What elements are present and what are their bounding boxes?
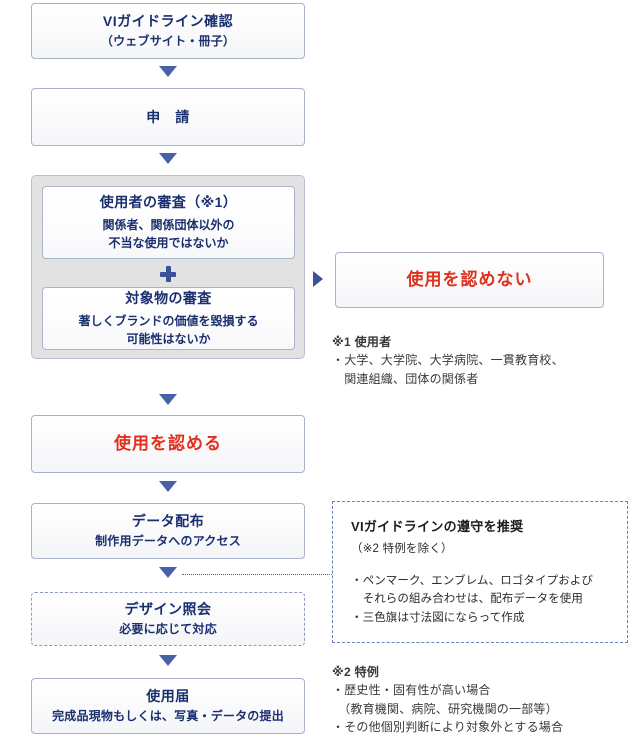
outcome-approve[interactable]: 使用を認める bbox=[31, 415, 305, 473]
note-2-line-3: ・その他個別判断により対象外とする場合 bbox=[332, 720, 564, 735]
step-title: データ配布 bbox=[131, 512, 205, 529]
review-user-line1: 関係者、関係団体以外の bbox=[102, 217, 235, 232]
note-1-line-1: ・大学、大学院、大学病院、一貫教育校、 bbox=[332, 353, 564, 367]
step-subtitle: 必要に応じて対応 bbox=[119, 621, 217, 636]
outcome-deny[interactable]: 使用を認めない bbox=[335, 252, 604, 308]
note-2-line-1: ・歴史性・固有性が高い場合 bbox=[332, 683, 491, 697]
review-object-line2: 可能性はないか bbox=[126, 331, 211, 346]
arrow-down-icon-5 bbox=[159, 567, 177, 578]
step-vi-guideline-check[interactable]: VIガイドライン確認 （ウェブサイト・冊子） bbox=[31, 3, 305, 59]
review-object-box[interactable]: 対象物の審査 著しくブランドの価値を毀損する 可能性はないか bbox=[42, 287, 295, 350]
review-user-box[interactable]: 使用者の審査（※1） 関係者、関係団体以外の 不当な使用ではないか bbox=[42, 186, 295, 259]
step-title: VIガイドライン確認 bbox=[102, 12, 234, 29]
plus-icon bbox=[160, 266, 176, 282]
step-title: デザイン照会 bbox=[124, 600, 212, 617]
step-title: 申 請 bbox=[146, 108, 190, 125]
note-2: ※2 特例 ・歴史性・固有性が高い場合 （教育機関、病院、研究機関の一部等） ・… bbox=[332, 663, 627, 737]
dotted-connector bbox=[182, 574, 332, 575]
step-application[interactable]: 申 請 bbox=[31, 88, 305, 146]
step-subtitle: 完成品現物もしくは、写真・データの提出 bbox=[52, 708, 284, 723]
review-container: 使用者の審査（※1） 関係者、関係団体以外の 不当な使用ではないか 対象物の審査… bbox=[31, 175, 305, 359]
note-2-heading: ※2 特例 bbox=[332, 665, 380, 679]
review-object-line1: 著しくブランドの価値を毀損する bbox=[78, 313, 259, 328]
arrow-down-icon-6 bbox=[159, 655, 177, 666]
arrow-right-icon-deny bbox=[313, 271, 323, 287]
arrow-down-icon-2 bbox=[159, 153, 177, 164]
review-user-title: 使用者の審査（※1） bbox=[99, 194, 238, 211]
review-object-title: 対象物の審査 bbox=[125, 290, 212, 307]
info-panel-body: ・ペンマーク、エンブレム、ロゴタイプおよび それらの組み合わせは、配布データを使… bbox=[351, 575, 593, 624]
note-2-line-2: （教育機関、病院、研究機関の一部等） bbox=[332, 701, 558, 716]
vi-guideline-info-panel: VIガイドラインの遵守を推奨 （※2 特例を除く） ・ペンマーク、エンブレム、ロ… bbox=[332, 501, 628, 643]
arrow-down-icon-4 bbox=[159, 481, 177, 492]
step-data-distribution[interactable]: データ配布 制作用データへのアクセス bbox=[31, 503, 305, 559]
step-design-consultation[interactable]: デザイン照会 必要に応じて対応 bbox=[31, 592, 305, 646]
note-1: ※1 使用者 ・大学、大学院、大学病院、一貫教育校、 関連組織、団体の関係者 bbox=[332, 333, 622, 388]
review-user-line2: 不当な使用ではないか bbox=[108, 235, 229, 250]
step-title: 使用届 bbox=[146, 687, 190, 704]
arrow-down-icon-1 bbox=[159, 66, 177, 77]
step-usage-report[interactable]: 使用届 完成品現物もしくは、写真・データの提出 bbox=[31, 678, 305, 734]
info-panel-subheading: （※2 特例を除く） bbox=[351, 543, 453, 555]
info-panel-heading: VIガイドラインの遵守を推奨 bbox=[351, 519, 524, 534]
outcome-deny-title: 使用を認めない bbox=[406, 269, 533, 289]
step-subtitle: （ウェブサイト・冊子） bbox=[100, 33, 236, 48]
note-1-heading: ※1 使用者 bbox=[332, 335, 392, 349]
step-subtitle: 制作用データへのアクセス bbox=[95, 533, 241, 548]
outcome-approve-title: 使用を認める bbox=[114, 433, 222, 453]
arrow-down-icon-3 bbox=[159, 394, 177, 405]
note-1-line-2: 関連組織、団体の関係者 bbox=[332, 371, 479, 386]
